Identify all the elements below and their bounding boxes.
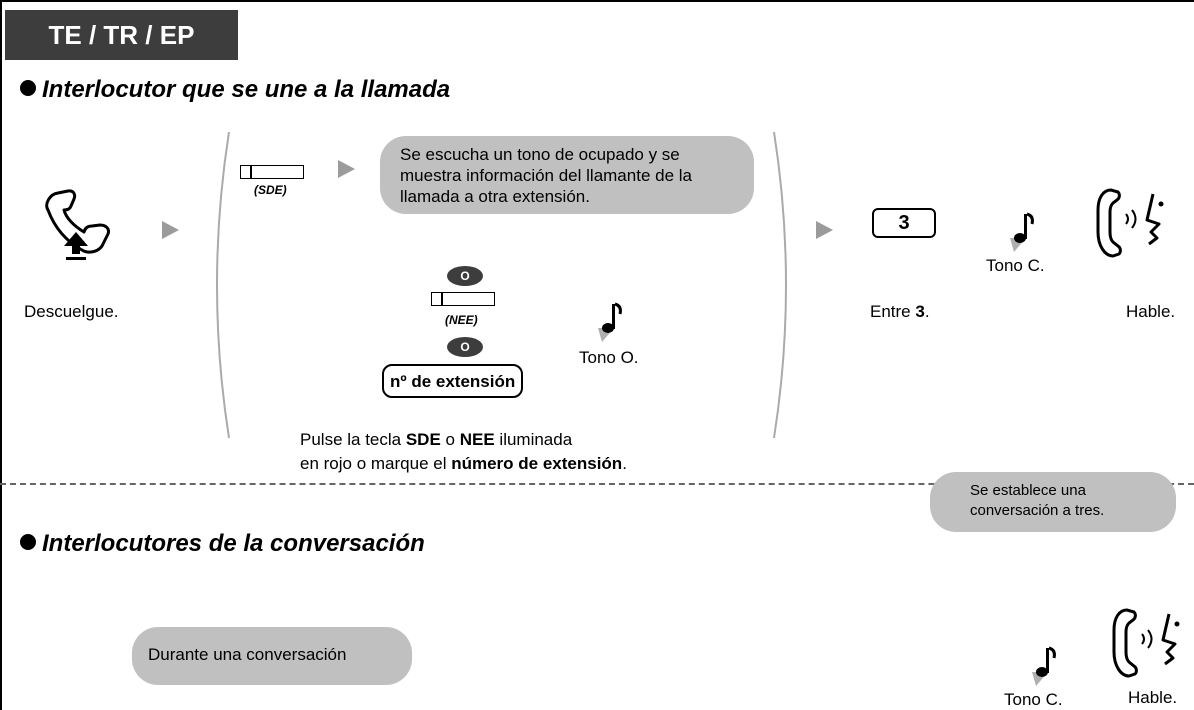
o-icon: O bbox=[447, 266, 483, 286]
extension-number-box: nº de extensión bbox=[382, 364, 524, 398]
bullet-icon bbox=[20, 534, 36, 550]
tone-c-label: Tono C. bbox=[1004, 690, 1063, 709]
three-way-bubble: Se establece una conversación a tres. bbox=[930, 472, 1176, 532]
step-arrow-icon bbox=[162, 221, 179, 239]
step-arrow-icon bbox=[816, 221, 833, 239]
section-title-text: Interlocutores de la conversación bbox=[42, 530, 425, 557]
instruction-text: Pulse la tecla SDE o NEE iluminada en ro… bbox=[300, 430, 627, 473]
nee-label: (NEE) bbox=[445, 313, 478, 327]
talk-label: Hable. bbox=[1126, 302, 1176, 321]
section-title-conversation: Interlocutores de la conversación bbox=[20, 530, 425, 558]
sde-label: (SDE) bbox=[254, 183, 287, 197]
nee-button-icon bbox=[431, 292, 495, 306]
talk-handset-icon bbox=[1112, 608, 1180, 678]
frame-left-border bbox=[0, 0, 2, 710]
right-parenthesis bbox=[773, 131, 787, 439]
frame-top-border bbox=[0, 0, 1194, 2]
sde-button-icon bbox=[240, 165, 304, 179]
left-parenthesis bbox=[216, 131, 230, 439]
tone-c-label: Tono C. bbox=[986, 256, 1045, 275]
phone-type-tab: TE / TR / EP bbox=[5, 10, 238, 60]
step-arrow-icon bbox=[338, 160, 355, 178]
during-conversation-bubble: Durante una conversación bbox=[132, 627, 412, 685]
talk-handset-icon bbox=[1096, 188, 1164, 258]
offhook-label: Descuelgue. bbox=[24, 302, 119, 321]
enter-3-label: Entre 3. bbox=[870, 302, 930, 321]
bullet-icon bbox=[20, 80, 36, 96]
o-icon: O bbox=[447, 337, 483, 357]
offhook-handset-icon bbox=[45, 189, 110, 260]
tone-note-icon bbox=[1032, 646, 1056, 686]
busy-tone-bubble: Se escucha un tono de ocupado y se muest… bbox=[380, 136, 754, 214]
section-divider bbox=[0, 483, 1194, 485]
key-3-icon: 3 bbox=[872, 208, 936, 238]
section-title-text: Interlocutor que se une a la llamada bbox=[42, 76, 451, 103]
tone-note-icon bbox=[598, 302, 622, 342]
talk-label: Hable. bbox=[1128, 688, 1178, 707]
tone-o-label: Tono O. bbox=[579, 348, 639, 367]
section-title-joining: Interlocutor que se une a la llamada bbox=[20, 76, 450, 104]
tone-note-icon bbox=[1010, 212, 1034, 252]
